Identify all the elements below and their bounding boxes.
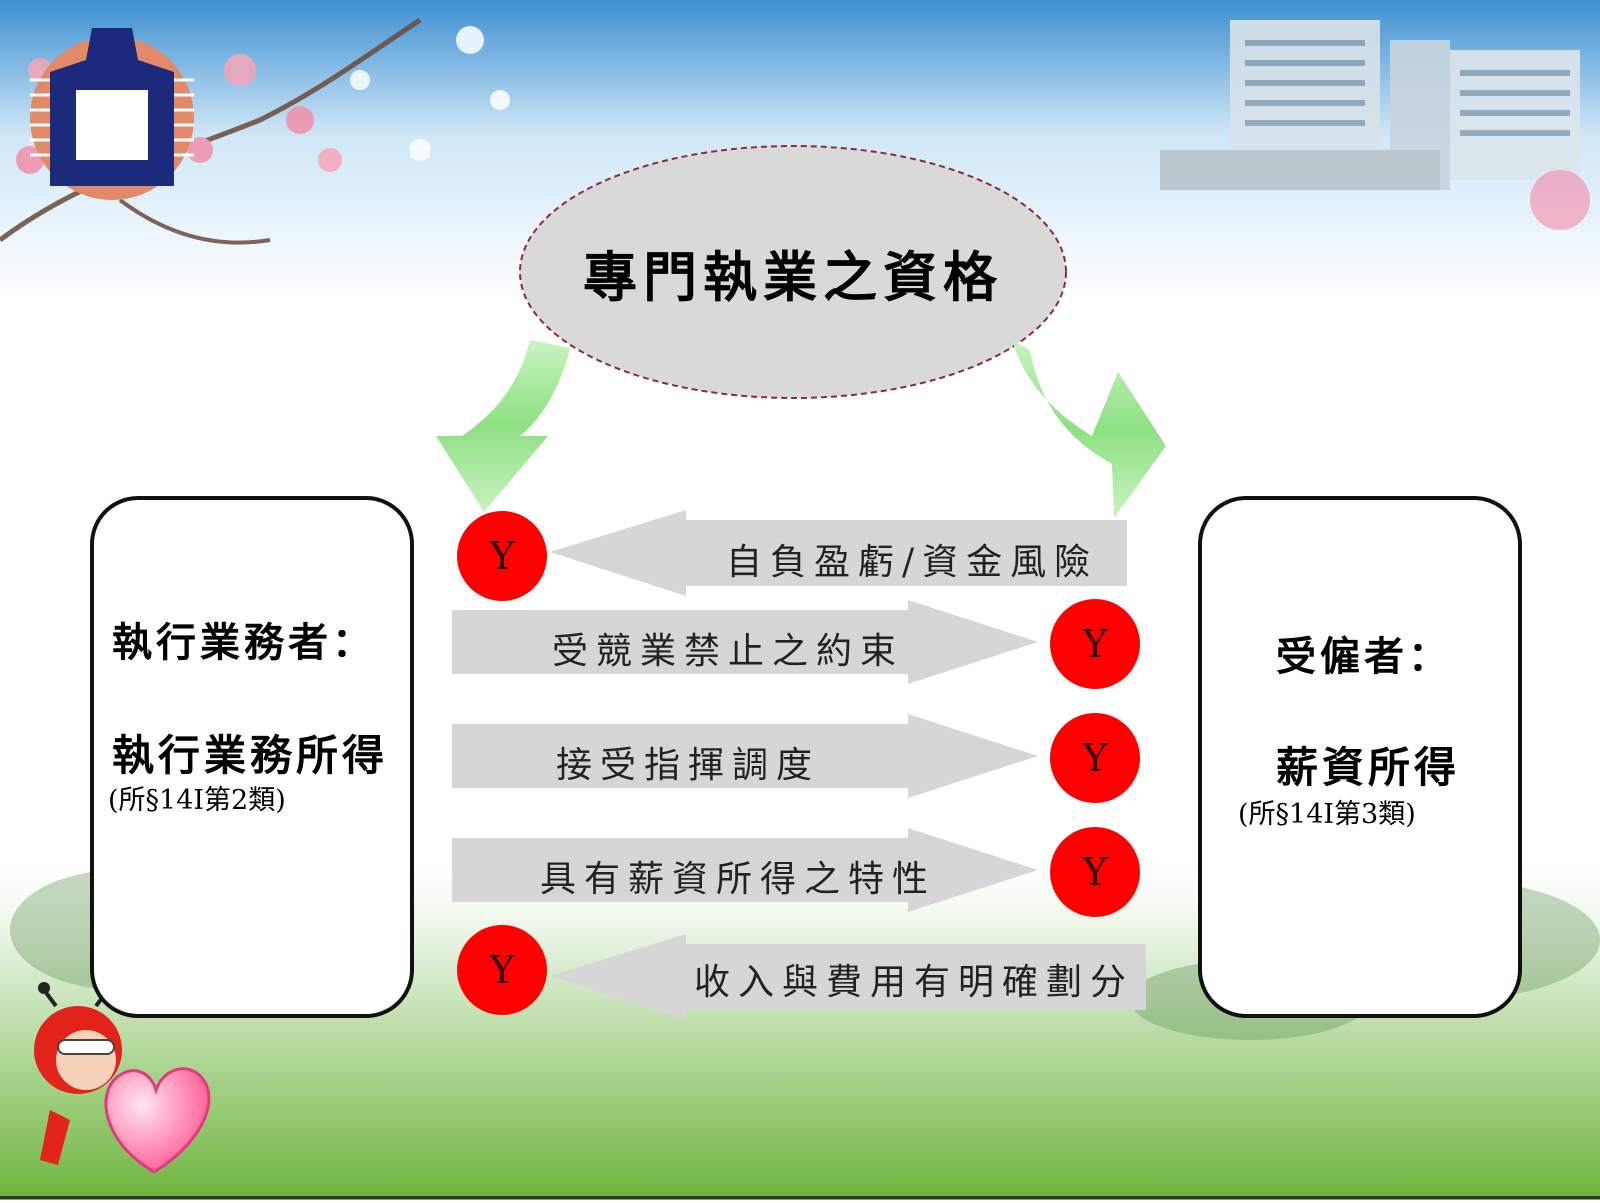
y-mark-5: Y [489, 948, 515, 992]
y-mark-circle-3 [1050, 713, 1140, 803]
green-arrow-right [1012, 340, 1166, 518]
criterion-arrow-3 [452, 714, 1038, 798]
self-employed-income-type: 執行業務所得 [112, 731, 389, 780]
criterion-label-5: 收入與費用有明確劃分 [694, 962, 1135, 1003]
employee-box: 受僱者： 薪資所得 (所§14Ⅰ第3類) [1198, 496, 1522, 1018]
employee-heading: 受僱者： [1276, 633, 1452, 680]
criterion-arrow-5 [550, 934, 1146, 1020]
qualification-title: 專門執業之資格 [583, 244, 1003, 309]
self-employed-law-reference: (所§14Ⅰ第2類) [108, 785, 286, 816]
self-employed-box: 執行業務者： 執行業務所得 (所§14Ⅰ第2類) [90, 496, 414, 1018]
bee-mascot-with-heart-icon [34, 982, 211, 1174]
y-mark-circle-1 [457, 511, 547, 601]
criterion-arrow-1 [550, 510, 1127, 596]
y-mark-circle-2 [1050, 599, 1140, 689]
self-employed-heading: 執行業務者： [112, 619, 376, 666]
y-mark-4: Y [1082, 850, 1108, 894]
government-seal-icon [30, 28, 194, 200]
criterion-label-2: 受競業禁止之約束 [552, 631, 905, 672]
criterion-arrow-4 [452, 828, 1038, 912]
y-mark-circle-5 [457, 925, 547, 1015]
y-mark-circle-4 [1050, 827, 1140, 917]
employee-law-reference: (所§14Ⅰ第3類) [1238, 799, 1416, 830]
office-building-photo [1160, 20, 1590, 230]
y-mark-1: Y [489, 534, 515, 578]
employee-income-type: 薪資所得 [1276, 743, 1461, 792]
green-arrow-left [436, 340, 570, 512]
criterion-label-4: 具有薪資所得之特性 [540, 859, 937, 900]
criterion-arrow-2 [452, 600, 1038, 684]
y-mark-2: Y [1082, 622, 1108, 666]
criterion-label-3: 接受指揮調度 [556, 745, 821, 786]
y-mark-3: Y [1082, 736, 1108, 780]
qualification-ellipse [519, 145, 1067, 399]
criterion-label-1: 自負盈虧/資金風險 [726, 542, 1099, 583]
slide-bottom-border [0, 1196, 1600, 1199]
